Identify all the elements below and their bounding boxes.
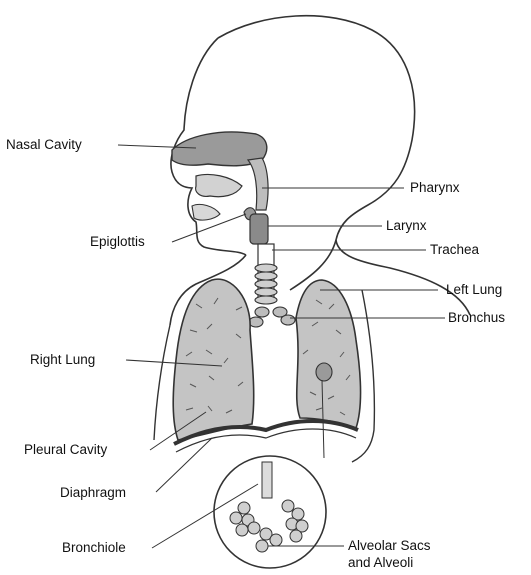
right-lung-shape [173,279,253,440]
label-left-lung: Left Lung [446,282,502,298]
larynx-tube [250,214,268,244]
bronchi [249,307,295,327]
mouth-shape [196,174,242,196]
label-bronchiole: Bronchiole [62,540,126,556]
label-right-lung: Right Lung [30,352,95,368]
label-pharynx: Pharynx [410,180,460,196]
label-nasal-cavity: Nasal Cavity [6,137,82,153]
label-diaphragm: Diaphragm [60,485,126,501]
left-lung-shape [296,280,361,428]
label-alveolar-line2: and Alveoli [348,555,413,570]
lung-nodule [316,363,332,381]
label-epiglottis: Epiglottis [90,234,145,250]
label-trachea: Trachea [430,242,479,258]
pharynx-tube [248,158,268,210]
jaw-shape [192,204,220,220]
trachea-rings [255,264,277,304]
label-alveolar-sacs: Alveolar Sacs and Alveoli [348,537,458,571]
label-alveolar-line1: Alveolar Sacs [348,538,431,553]
label-bronchus: Bronchus [448,310,505,326]
label-larynx: Larynx [386,218,427,234]
leader-diaphragm [156,438,212,492]
torso-left-outline [154,325,170,440]
label-pleural-cavity: Pleural Cavity [24,442,107,458]
